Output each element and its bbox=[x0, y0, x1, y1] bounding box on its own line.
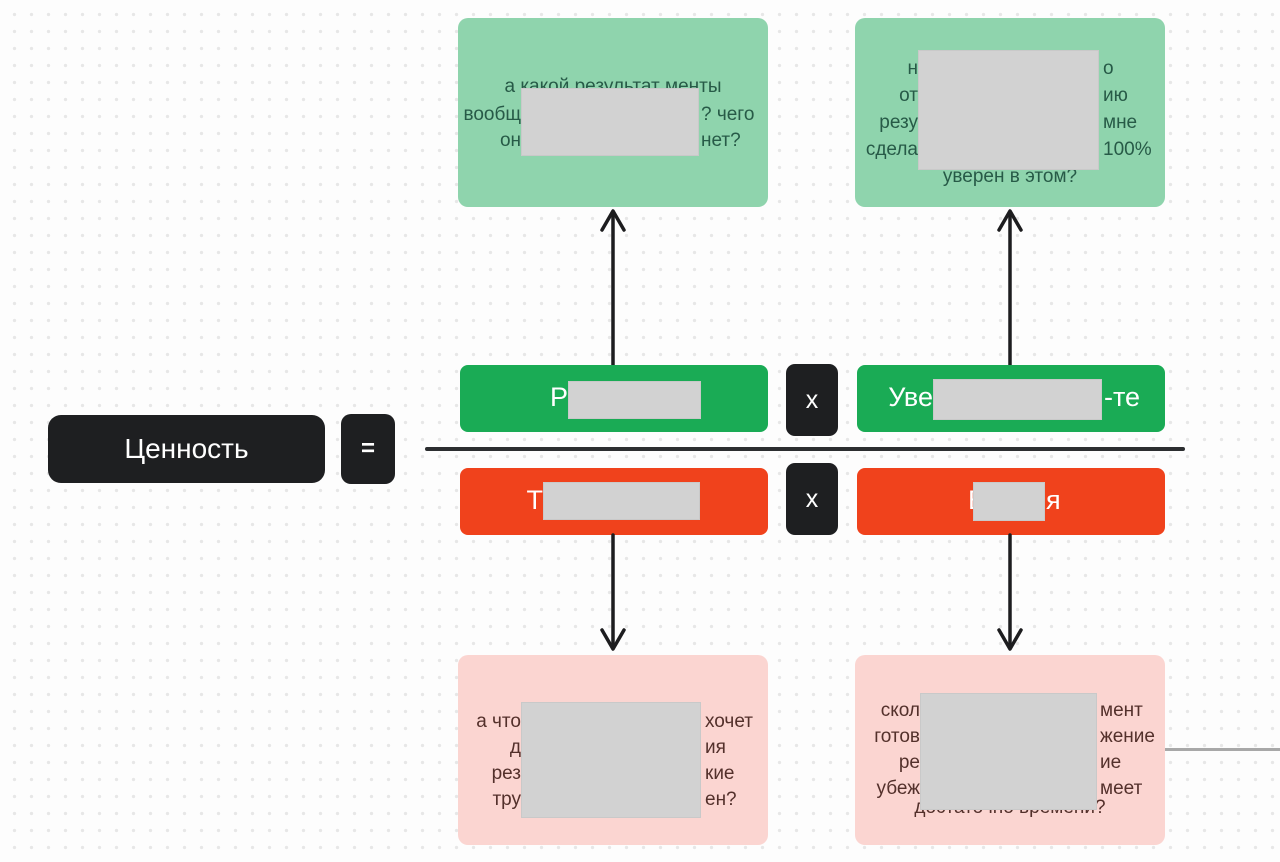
redaction-box[interactable] bbox=[543, 482, 700, 520]
equals-box[interactable]: = bbox=[341, 414, 395, 484]
term-text: -те bbox=[1104, 382, 1141, 412]
note-text-line: 100% bbox=[1103, 139, 1152, 160]
note-text-line: убеж bbox=[876, 778, 920, 799]
redaction-box[interactable] bbox=[933, 379, 1102, 420]
note-text-line: мент bbox=[1100, 700, 1143, 721]
note-text-line: ре bbox=[898, 752, 920, 773]
note-text-line: меет bbox=[1100, 778, 1143, 799]
note-text-line: нет? bbox=[701, 130, 741, 151]
fraction-divider-line[interactable] bbox=[425, 447, 1185, 451]
note-text-line: рез bbox=[491, 763, 521, 784]
connector-line-right[interactable] bbox=[1165, 748, 1280, 751]
term-time[interactable]: В я bbox=[857, 468, 1165, 535]
term-confidence[interactable]: Уве -те bbox=[857, 365, 1165, 432]
term-text: Уве bbox=[888, 382, 933, 412]
term-text: Т bbox=[526, 485, 544, 515]
redaction-box[interactable] bbox=[568, 381, 701, 419]
note-text-line: сдела bbox=[865, 139, 918, 160]
multiply-box-top[interactable]: х bbox=[786, 364, 838, 436]
note-text-line: он bbox=[499, 130, 521, 151]
term-text: Р bbox=[549, 382, 568, 412]
term-text: я bbox=[1046, 485, 1061, 515]
note-text-line: ие bbox=[1100, 752, 1122, 773]
redaction-box[interactable] bbox=[920, 693, 1097, 810]
multiply-label: х bbox=[805, 385, 819, 414]
sticky-note-result-question[interactable]: а какой результат менты вообщ ? чего он … bbox=[458, 18, 768, 207]
note-text-line: уверен в этом? bbox=[942, 166, 1078, 187]
sticky-note-time-question[interactable]: скол мент готов жение ре ие убеж меет до… bbox=[855, 655, 1165, 845]
note-text-line: вообщ bbox=[463, 104, 521, 125]
term-difficulty[interactable]: Т bbox=[460, 468, 768, 535]
note-text-line: ия bbox=[705, 737, 726, 758]
note-text-line: ию bbox=[1103, 85, 1128, 106]
equals-label: = bbox=[360, 435, 375, 462]
sticky-note-confidence-question[interactable]: н о от ию резу мне сдела 100% уверен в э… bbox=[855, 18, 1165, 207]
redaction-box[interactable] bbox=[918, 50, 1099, 170]
note-text-line: а что bbox=[476, 711, 521, 732]
note-text-line: скол bbox=[880, 700, 920, 721]
note-text-line: о bbox=[1103, 58, 1114, 79]
multiply-label: х bbox=[805, 484, 819, 513]
arrow-up-left[interactable] bbox=[598, 205, 628, 368]
arrow-down-left[interactable] bbox=[598, 533, 628, 655]
arrow-down-right[interactable] bbox=[995, 533, 1025, 655]
note-text-line: ен? bbox=[705, 789, 737, 810]
redaction-box[interactable] bbox=[521, 88, 699, 156]
note-text-line: мне bbox=[1103, 112, 1138, 133]
note-text-line: резу bbox=[879, 112, 918, 133]
note-text-line: жение bbox=[1100, 726, 1155, 747]
redaction-box[interactable] bbox=[973, 482, 1045, 521]
note-text-line: готов bbox=[874, 726, 920, 747]
arrow-up-right[interactable] bbox=[995, 205, 1025, 368]
redaction-box[interactable] bbox=[521, 702, 701, 818]
note-text-line: тру bbox=[492, 789, 521, 810]
note-text-line: от bbox=[899, 85, 918, 106]
value-box[interactable]: Ценность bbox=[48, 415, 325, 483]
sticky-note-difficulty-question[interactable]: а что хочет д ия рез кие тру ен? bbox=[458, 655, 768, 845]
term-result[interactable]: Р bbox=[460, 365, 768, 432]
note-text-line: кие bbox=[705, 763, 735, 784]
multiply-box-bottom[interactable]: х bbox=[786, 463, 838, 535]
note-text-line: ? чего bbox=[701, 104, 755, 125]
note-text-line: д bbox=[509, 737, 521, 758]
value-label: Ценность bbox=[124, 433, 249, 464]
note-text-line: н bbox=[907, 58, 919, 79]
note-text-line: хочет bbox=[705, 711, 753, 732]
